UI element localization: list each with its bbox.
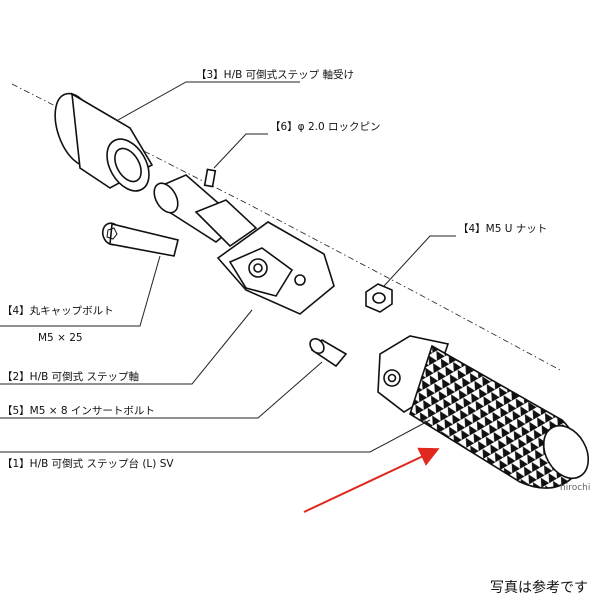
cap-bolt-part: [101, 222, 179, 257]
axis-center-line: [11, 83, 561, 371]
label-step-shaft: 【2】H/B 可倒式 ステップ軸: [2, 370, 139, 383]
red-pointer-arrow: [303, 447, 440, 513]
bearing-part: [54, 92, 154, 192]
u-nut-part: [365, 283, 393, 313]
label-step-base: 【1】H/B 可倒式 ステップ台 (L) SV: [2, 457, 174, 470]
shaft-core-part: [153, 174, 258, 248]
label-lock-pin: 【6】φ 2.0 ロックピン: [270, 121, 380, 133]
insert-bolt-part: [309, 337, 348, 368]
step-base-part: [377, 335, 590, 489]
watermark: hirochi: [560, 483, 590, 493]
lock-pin-part: [203, 168, 217, 188]
reference-note: 写真は参考です: [490, 579, 588, 596]
label-insert-bolt: 【5】M5 × 8 インサートボルト: [2, 405, 155, 417]
label-cap-bolt-size: M5 × 25: [38, 332, 83, 344]
label-bearing: 【3】H/B 可倒式ステップ 軸受け: [196, 68, 354, 81]
leader-lines: [0, 81, 456, 453]
label-cap-bolt: 【4】丸キャップボルト: [2, 304, 114, 317]
label-u-nut: 【4】M5 U ナット: [458, 223, 547, 235]
step-shaft-part: [216, 221, 335, 315]
